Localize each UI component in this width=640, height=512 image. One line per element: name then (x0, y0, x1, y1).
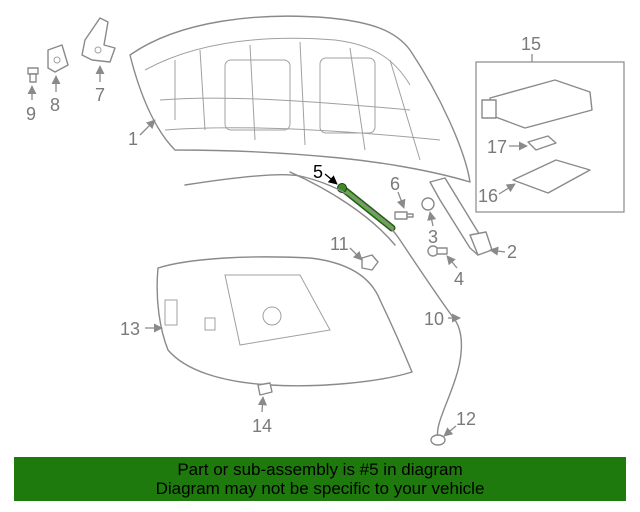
svg-text:13: 13 (120, 319, 140, 339)
svg-text:11: 11 (330, 234, 349, 254)
svg-text:3: 3 (428, 227, 438, 247)
svg-text:5: 5 (313, 162, 323, 182)
svg-text:2: 2 (507, 242, 517, 262)
svg-text:12: 12 (456, 409, 476, 429)
callout-16: 16 (478, 183, 516, 206)
bumper-stop[interactable] (421, 197, 435, 211)
bolt[interactable] (27, 67, 39, 83)
info-banner: Part or sub-assembly is #5 in diagram Di… (14, 457, 626, 501)
banner-line-disclaimer: Diagram may not be specific to your vehi… (155, 479, 485, 498)
callout-6: 6 (390, 174, 406, 209)
grommet[interactable] (430, 434, 446, 446)
callout-7: 7 (95, 65, 105, 105)
svg-text:7: 7 (95, 85, 105, 105)
hood-hinge[interactable] (81, 17, 116, 63)
svg-text:10: 10 (424, 309, 444, 329)
callout-13: 13 (120, 319, 163, 339)
callout-17: 17 (487, 137, 528, 157)
parts-diagram: 1 2 3 4 5 6 7 8 9 10 11 12 (26, 15, 625, 446)
svg-text:1: 1 (128, 129, 138, 149)
svg-text:8: 8 (50, 95, 60, 115)
callout-5: 5 (313, 162, 338, 185)
hinge-bracket[interactable] (47, 44, 69, 73)
svg-text:9: 9 (26, 104, 36, 124)
callout-3: 3 (427, 211, 438, 247)
release-cable[interactable] (184, 171, 463, 441)
svg-text:16: 16 (478, 186, 498, 206)
callout-1: 1 (128, 119, 156, 149)
lamp-housing[interactable] (481, 79, 593, 129)
callout-2: 2 (489, 242, 517, 262)
hood-panel[interactable] (129, 15, 471, 183)
callout-12: 12 (443, 409, 476, 437)
banner-line-part-info: Part or sub-assembly is #5 in diagram (177, 460, 463, 479)
callout-10: 10 (424, 309, 461, 329)
svg-text:6: 6 (390, 174, 400, 194)
svg-text:15: 15 (521, 34, 541, 54)
stud[interactable] (394, 211, 414, 220)
svg-text:17: 17 (487, 137, 507, 157)
svg-text:14: 14 (252, 416, 272, 436)
callout-14: 14 (252, 396, 272, 436)
push-pin[interactable] (257, 382, 273, 396)
retainer-screw[interactable] (427, 245, 448, 257)
hood-insulator[interactable] (156, 256, 413, 387)
svg-text:4: 4 (454, 269, 464, 289)
lamp-lens[interactable] (512, 159, 591, 194)
callout-11: 11 (330, 234, 363, 261)
callout-9: 9 (26, 85, 37, 124)
callout-4: 4 (446, 255, 464, 289)
lamp-bulb[interactable] (527, 135, 557, 151)
callout-8: 8 (50, 75, 61, 115)
clip-11[interactable] (361, 254, 379, 271)
callout-15: 15 (521, 34, 541, 62)
